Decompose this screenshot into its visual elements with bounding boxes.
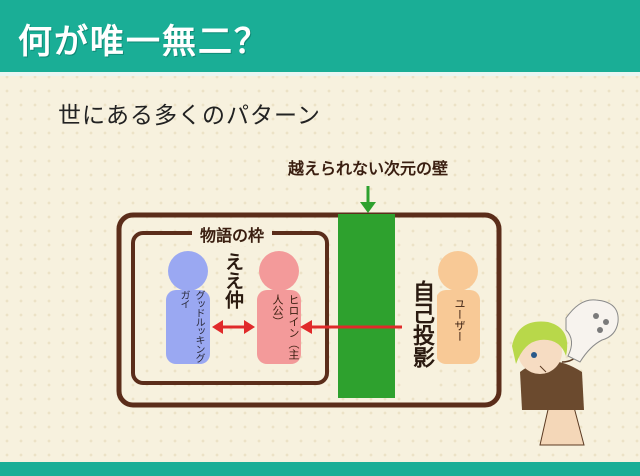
relation-label: ええ仲 xyxy=(222,252,244,309)
footer-bar xyxy=(0,462,640,476)
user-figure-label: ユーザー xyxy=(453,298,466,342)
story-frame-label-bg xyxy=(192,222,272,246)
slide-subtitle: 世にある多くのパターン xyxy=(58,103,321,129)
projection-arrow-head xyxy=(300,320,312,334)
dimension-wall xyxy=(338,214,395,398)
user-figure-body xyxy=(436,290,480,364)
user-figure-head xyxy=(438,251,478,291)
character-illustration xyxy=(512,299,619,446)
projection-label: 自己投影 xyxy=(405,278,437,392)
story-frame-label: 物語の枠 xyxy=(200,226,264,245)
wall-label: 越えられない次元の壁 xyxy=(287,159,448,178)
heroine-figure-head xyxy=(259,251,299,291)
outer-frame xyxy=(116,212,502,408)
relation-arrow-right-head xyxy=(244,320,255,334)
heroine-figure-body xyxy=(257,290,301,364)
guy-figure-body xyxy=(166,290,210,364)
guy-figure-label: グッドルッキングガイ xyxy=(178,290,204,362)
page-title: 何が唯一無二？ xyxy=(18,22,270,62)
wall-arrow-head xyxy=(360,202,376,213)
heroine-figure-label: ヒロイン（主人公） xyxy=(271,294,300,360)
guy-figure-head xyxy=(168,251,208,291)
relation-arrow-left-head xyxy=(212,320,223,334)
header-bar: 何が唯一無二？ xyxy=(0,0,640,76)
